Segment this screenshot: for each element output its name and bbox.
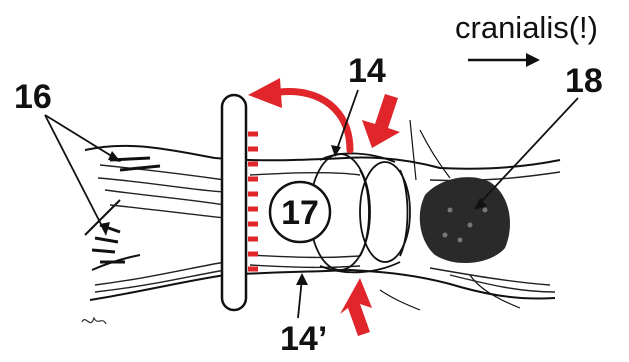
red-arrow-top bbox=[362, 94, 400, 148]
red-dash-line bbox=[248, 134, 258, 269]
direction-arrow bbox=[468, 53, 540, 67]
label-14-prime: 14’ bbox=[280, 320, 327, 358]
clamp-instrument bbox=[222, 95, 246, 310]
label-18: 18 bbox=[565, 62, 603, 100]
leader-18 bbox=[478, 98, 578, 205]
label-16: 16 bbox=[14, 78, 52, 116]
tissue-mass bbox=[420, 177, 510, 263]
red-arrow-bottom bbox=[340, 278, 372, 336]
red-curved-arrow bbox=[248, 78, 350, 150]
label-cranialis: cranialis(!) bbox=[455, 10, 598, 45]
label-17: 17 bbox=[281, 194, 319, 232]
circle-17: 17 bbox=[270, 182, 330, 242]
label-14: 14 bbox=[348, 52, 386, 90]
artist-signature bbox=[82, 318, 106, 324]
